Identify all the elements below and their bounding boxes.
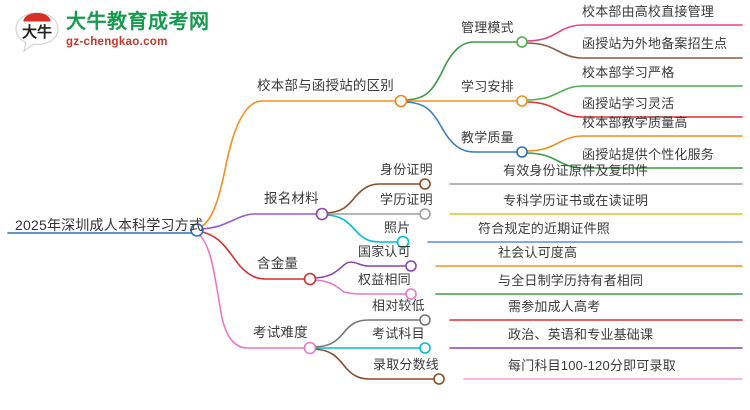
link-b4-to-录取分数线 [311,348,437,380]
sub-label-录取分数线[interactable]: 录取分数线 [373,357,440,372]
link-b1-to-教学质量 [402,101,521,153]
node-学习安排[interactable] [516,95,528,107]
leaf-label-1[interactable]: 校本部由高校直接管理 [582,4,715,19]
leaf-label-12[interactable]: 需参加成人高考 [508,299,601,314]
node-录取分数线[interactable] [433,373,445,385]
link-root-to-branch2 [197,213,321,230]
brand-name-cn: 大牛教育成考网 [66,11,210,33]
sub-label-考试科目[interactable]: 考试科目 [372,326,425,341]
link-b3-to-权益相同 [311,279,409,295]
node-相对较低[interactable] [419,314,431,326]
link-管理模式-leaf1 [524,24,743,42]
link-b3-to-国家认可 [311,261,409,279]
leaf-label-3[interactable]: 校本部学习严格 [582,65,675,80]
leaf-label-10[interactable]: 社会认可度高 [498,245,578,260]
link-root-to-branch1 [196,100,401,229]
speech-bubble-logo-icon: 大牛 [15,12,59,53]
link-root-to-branch3 [197,230,309,280]
node-国家认可[interactable] [405,260,417,272]
link-管理模式-leaf2 [524,42,743,59]
node-branch1[interactable] [394,94,408,108]
node-照片[interactable] [396,235,410,249]
svg-text:大牛: 大牛 [22,23,52,41]
link-b2-to-照片 [323,214,401,243]
branch-label-2[interactable]: 报名材料 [264,191,319,206]
sub-label-照片[interactable]: 照片 [384,220,411,235]
sub-label-权益相同[interactable]: 权益相同 [358,272,411,287]
sub-label-学历证明[interactable]: 学历证明 [380,192,433,207]
node-权益相同[interactable] [405,288,417,300]
node-身份证明[interactable] [419,178,431,190]
node-root[interactable] [190,223,204,237]
branch-label-1[interactable]: 校本部与函授站的区别 [257,78,394,93]
leaf-label-13[interactable]: 政治、英语和专业基础课 [508,327,654,342]
branch-label-3[interactable]: 含金量 [257,256,299,271]
node-branch3[interactable] [303,272,317,286]
node-学历证明[interactable] [419,208,431,220]
leaf-label-9[interactable]: 符合规定的近期证件照 [478,221,611,236]
leaf-label-2[interactable]: 函授站为外地备案招生点 [582,36,728,51]
leaf-label-6[interactable]: 函授站提供个性化服务 [582,147,715,162]
leaf-label-11[interactable]: 与全日制学历持有者相同 [498,273,644,288]
link-学习安排-leaf2 [524,101,743,118]
node-教学质量[interactable] [516,146,528,158]
link-教学质量-leaf2 [524,152,743,169]
sub-label-学习安排[interactable]: 学习安排 [461,79,514,94]
link-b1-to-管理模式 [402,41,521,101]
link-b4-to-相对较低 [311,319,423,348]
node-考试科目[interactable] [419,342,431,354]
sub-label-教学质量[interactable]: 教学质量 [461,130,514,145]
node-branch4[interactable] [303,341,317,355]
leaf-label-8[interactable]: 专科学历证书或在读证明 [503,193,649,208]
sub-label-管理模式[interactable]: 管理模式 [461,20,514,35]
brand-logo: 大牛 大牛教育成考网 gz-chengkao.com [14,8,234,56]
leaf-label-14[interactable]: 每门科目100-120分即可录取 [508,358,676,373]
leaf-label-4[interactable]: 函授站学习灵活 [582,96,675,111]
brand-name-en: gz-chengkao.com [66,36,168,48]
link-教学质量-leaf1 [524,135,743,152]
node-管理模式[interactable] [516,36,528,48]
sub-label-国家认可[interactable]: 国家认可 [358,244,411,259]
branch-label-4[interactable]: 考试难度 [253,325,308,340]
root-node-label[interactable]: 2025年深圳成人本科学习方式 [15,217,204,233]
leaf-label-7[interactable]: 有效身份证原件及复印件 [503,163,649,178]
sub-label-相对较低[interactable]: 相对较低 [372,298,425,313]
node-branch2[interactable] [315,207,329,221]
sub-label-身份证明[interactable]: 身份证明 [380,162,433,177]
link-b2-to-身份证明 [323,183,423,214]
link-root-to-branch4 [196,232,309,349]
link-学习安排-leaf1 [524,85,743,101]
leaf-label-5[interactable]: 校本部教学质量高 [582,115,688,130]
